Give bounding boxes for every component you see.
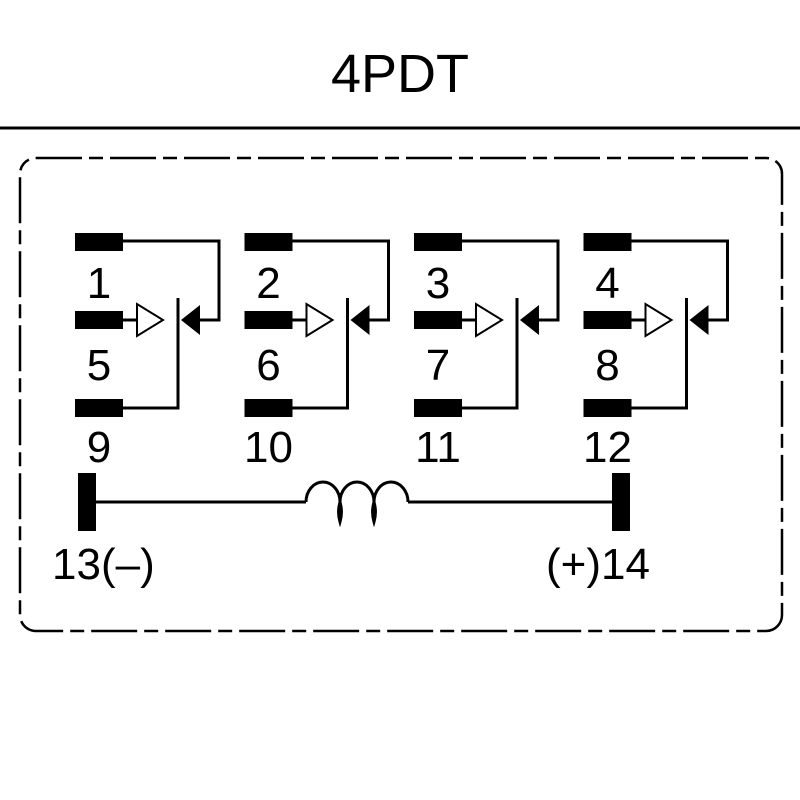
pin-pad-bottom xyxy=(75,399,123,417)
housing-outline xyxy=(18,156,784,633)
pin-label-middle: 7 xyxy=(426,341,450,390)
contact-wire-common xyxy=(292,298,349,410)
pole-group-1: 1 5 9 xyxy=(75,233,221,472)
pin-label-top: 3 xyxy=(426,259,450,308)
contact-wire-top xyxy=(462,239,560,322)
pin-label-bottom: 11 xyxy=(415,423,461,472)
filled-arrow-icon xyxy=(689,305,709,335)
filled-arrow-icon xyxy=(350,305,370,335)
pin-label-bottom: 9 xyxy=(87,423,111,472)
pin-pad-bottom xyxy=(583,399,632,417)
filled-arrow-icon xyxy=(181,305,200,335)
pin-pad-top xyxy=(244,233,293,251)
pin-label-middle: 6 xyxy=(256,341,280,390)
filled-arrow-icon xyxy=(520,305,539,335)
pin-pad-middle xyxy=(244,311,293,329)
open-arrow-icon xyxy=(305,302,335,338)
contact-wire-top xyxy=(292,239,390,322)
pin-label-middle: 8 xyxy=(595,341,619,390)
pin-pad-middle xyxy=(75,311,123,329)
pin-label-top: 4 xyxy=(595,259,619,308)
open-arrow-icon xyxy=(475,302,504,338)
coil-label-negative: 13(–) xyxy=(52,540,155,589)
contact-wire-common xyxy=(123,298,180,410)
open-arrow-icon xyxy=(136,302,165,338)
coil-label-positive: (+)14 xyxy=(546,540,650,589)
pin-pad-middle xyxy=(414,311,462,329)
open-arrow-icon xyxy=(644,302,674,338)
pin-label-bottom: 12 xyxy=(583,423,632,472)
contact-wire-common xyxy=(462,298,519,410)
pin-pad-top xyxy=(75,233,123,251)
pin-label-top: 1 xyxy=(87,259,111,308)
coil-terminal-13 xyxy=(78,473,96,531)
pin-label-top: 2 xyxy=(256,259,280,308)
pole-group-4: 4 8 12 xyxy=(583,233,729,472)
pole-group-2: 2 6 10 xyxy=(244,233,390,472)
pole-group-3: 3 7 11 xyxy=(414,233,560,472)
pin-label-middle: 5 xyxy=(87,341,111,390)
contact-wire-common xyxy=(631,298,688,410)
pin-label-bottom: 10 xyxy=(244,423,293,472)
pin-pad-top xyxy=(583,233,632,251)
coil-symbol xyxy=(96,480,612,528)
pin-pad-bottom xyxy=(414,399,462,417)
pin-pad-top xyxy=(414,233,462,251)
pin-pad-bottom xyxy=(244,399,293,417)
diagram-title: 4PDT xyxy=(331,44,469,104)
contact-wire-top xyxy=(123,239,221,322)
coil-terminal-14 xyxy=(612,473,630,531)
contact-wire-top xyxy=(631,239,729,322)
pin-pad-middle xyxy=(583,311,632,329)
